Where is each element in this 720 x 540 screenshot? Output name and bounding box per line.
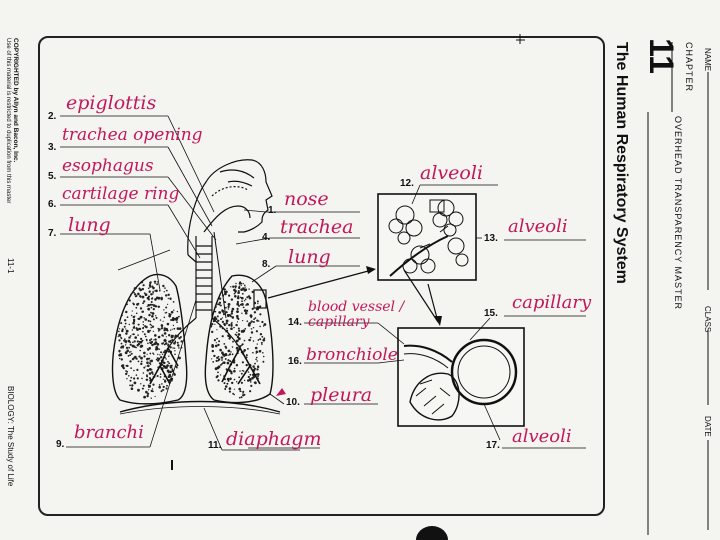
answer-branchi: branchi (74, 424, 144, 442)
label-number: 9. (56, 439, 64, 450)
answer-epiglottis: epiglottis (66, 94, 156, 113)
answer-pleura: pleura (310, 386, 372, 405)
label-number: 14. (288, 317, 302, 328)
label-number: 5. (48, 171, 56, 182)
left-lung (113, 274, 187, 403)
alveoli-inset (378, 194, 476, 280)
label-number: 15. (484, 308, 498, 319)
answer-diaphagm: diaphagm (226, 430, 321, 449)
answer-trachea: trachea (280, 218, 354, 237)
label-number: 16. (288, 356, 302, 367)
label-number: 4. (262, 232, 270, 243)
answer-nose: nose (284, 190, 329, 209)
label-number: 6. (48, 199, 56, 210)
label-number: 1. (268, 205, 276, 216)
label-number: 2. (48, 111, 56, 122)
label-number: 12. (400, 178, 414, 189)
label-number: 13. (484, 233, 498, 244)
answer-alveoli-12: alveoli (420, 164, 483, 183)
answer-lung-7: lung (68, 216, 111, 235)
answer-esophagus: esophagus (62, 158, 154, 175)
answer-lung-8: lung (288, 248, 331, 267)
answer-capillary: capillary (512, 294, 591, 312)
answer-alveoli-17: alveoli (512, 428, 572, 446)
answer-alveoli-13: alveoli (508, 218, 568, 236)
label-number: 17. (486, 440, 500, 451)
answer-trachea-opening: trachea opening (62, 127, 203, 144)
answer-cartilage-ring: cartilage ring (62, 186, 179, 203)
label-number: 10. (286, 397, 300, 408)
label-number: 11. (208, 440, 221, 451)
label-number: 8. (262, 259, 270, 270)
answer-blood-vessel: blood vessel / capillary (308, 300, 418, 329)
label-number: 3. (48, 142, 56, 153)
label-number: 7. (48, 228, 56, 239)
punch-mark (416, 526, 448, 540)
answer-bronchiole: bronchiole (306, 347, 398, 364)
